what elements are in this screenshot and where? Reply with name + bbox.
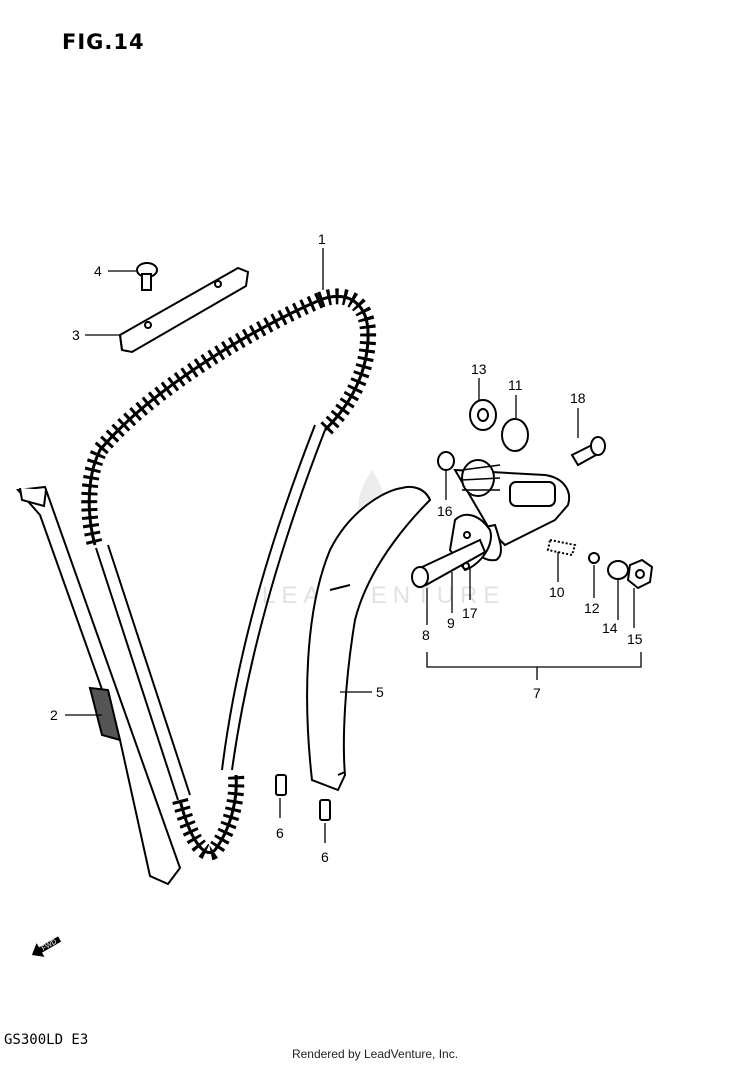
callout-16: 16 (437, 503, 453, 519)
callout-13: 13 (471, 361, 487, 377)
callout-5: 5 (376, 684, 384, 700)
callout-1: 1 (318, 231, 326, 247)
callouts: 1 2 3 4 5 6 6 7 8 9 10 11 12 13 14 15 16… (50, 231, 643, 865)
callout-15: 15 (627, 631, 643, 647)
forward-arrow-icon: FWD (31, 936, 62, 957)
callout-10: 10 (549, 584, 565, 600)
tensioner-assembly (411, 399, 654, 590)
chain-guide-upper (118, 266, 250, 354)
callout-3: 3 (72, 327, 80, 343)
guide-bolt (136, 262, 158, 291)
callout-6-right: 6 (321, 849, 329, 865)
callout-11: 11 (508, 377, 523, 393)
callout-8: 8 (422, 627, 430, 643)
callout-17: 17 (462, 605, 478, 621)
callout-6-left: 6 (276, 825, 284, 841)
footer-credit: Rendered by LeadVenture, Inc. (291, 1047, 459, 1061)
callout-18: 18 (570, 390, 586, 406)
chain-guide-lower (306, 485, 432, 792)
model-code: GS300LD E3 (4, 1032, 89, 1048)
chain-run-guides (95, 424, 326, 801)
figure-label: FIG.14 (62, 30, 145, 54)
dowel-pins (275, 774, 331, 821)
tensioner-guide (15, 485, 182, 886)
callout-7: 7 (533, 685, 541, 701)
callout-2: 2 (50, 707, 58, 723)
callout-12: 12 (584, 600, 600, 616)
leader-lines (65, 248, 642, 843)
fwd-label: FWD (41, 938, 58, 952)
callout-9: 9 (447, 615, 455, 631)
callout-4: 4 (94, 263, 102, 279)
watermark-text: LEADVENTURE (262, 582, 505, 609)
callout-14: 14 (602, 620, 618, 636)
cam-chain (81, 288, 377, 861)
